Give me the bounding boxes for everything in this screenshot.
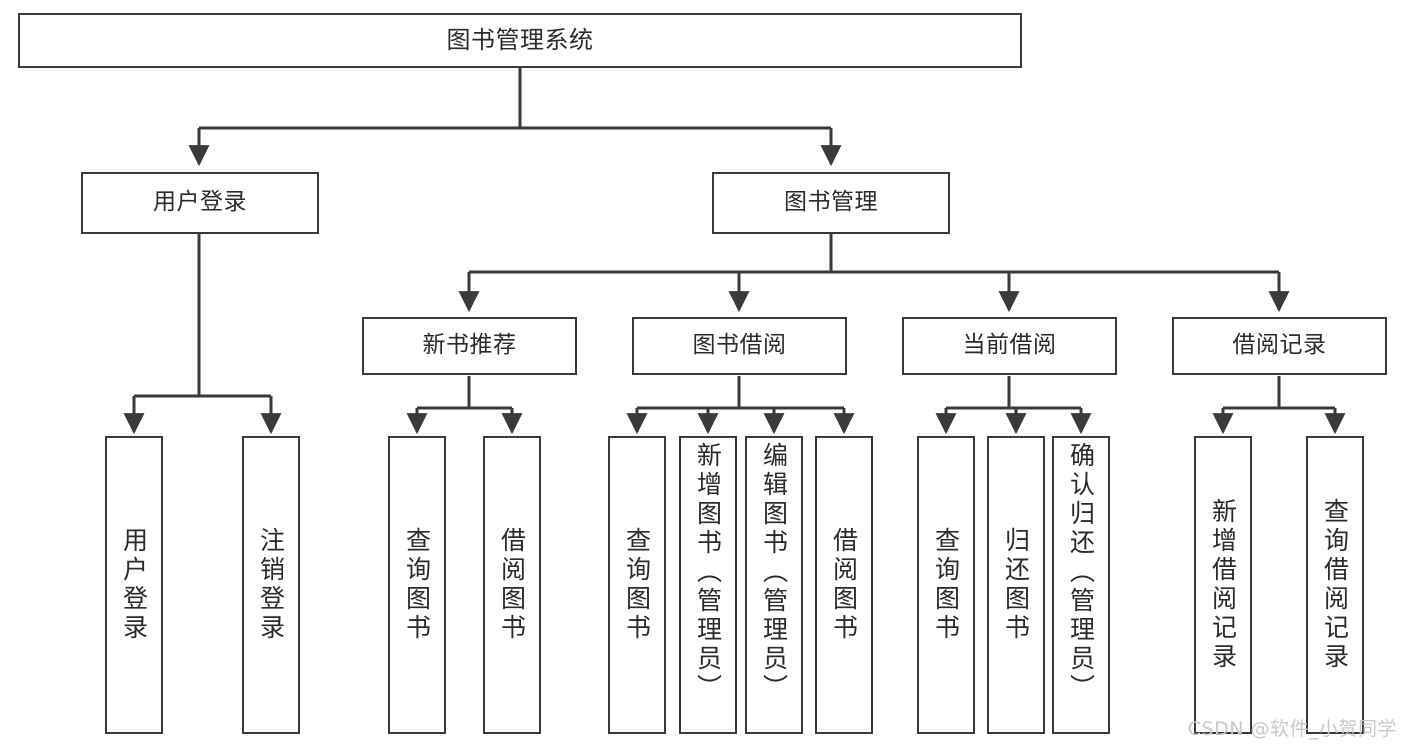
leaf-borrow-book-2-label: 借阅图书 — [829, 527, 859, 643]
leaf-query-record-label: 查询借阅记录 — [1320, 498, 1350, 672]
leaf-add-record[interactable]: 新增借阅记录 — [1194, 436, 1252, 734]
leaf-user-login[interactable]: 用户登录 — [105, 436, 163, 734]
leaf-user-logout[interactable]: 注销登录 — [242, 436, 300, 734]
node-borrow-record[interactable]: 借阅记录 — [1172, 317, 1387, 375]
leaf-user-logout-label: 注销登录 — [256, 527, 286, 643]
node-current-borrow-label: 当前借阅 — [962, 332, 1057, 359]
leaf-query-book-2[interactable]: 查询图书 — [608, 436, 666, 734]
leaf-return-book-label: 归还图书 — [1001, 527, 1031, 643]
leaf-confirm-return-admin-label: 确认归还（管理员） — [1066, 442, 1096, 703]
leaf-query-book-2-label: 查询图书 — [622, 527, 652, 643]
node-root[interactable]: 图书管理系统 — [18, 13, 1022, 68]
leaf-borrow-book-1[interactable]: 借阅图书 — [483, 436, 541, 734]
leaf-borrow-book-1-label: 借阅图书 — [497, 527, 527, 643]
leaf-add-book-admin-label: 新增图书（管理员） — [693, 442, 723, 703]
leaf-add-record-label: 新增借阅记录 — [1208, 498, 1238, 672]
csdn-watermark: CSDN @软件_小贺同学 — [1187, 718, 1397, 740]
node-root-label: 图书管理系统 — [446, 26, 594, 55]
node-book-manage[interactable]: 图书管理 — [712, 172, 950, 234]
leaf-return-book[interactable]: 归还图书 — [987, 436, 1045, 734]
leaf-query-book-3[interactable]: 查询图书 — [917, 436, 975, 734]
node-book-borrow[interactable]: 图书借阅 — [632, 317, 847, 375]
node-borrow-record-label: 借阅记录 — [1232, 332, 1327, 359]
leaf-edit-book-admin[interactable]: 编辑图书（管理员） — [745, 436, 803, 734]
leaf-add-book-admin[interactable]: 新增图书（管理员） — [679, 436, 737, 734]
leaf-query-book-1[interactable]: 查询图书 — [388, 436, 446, 734]
leaf-borrow-book-2[interactable]: 借阅图书 — [815, 436, 873, 734]
node-new-book-rec[interactable]: 新书推荐 — [362, 317, 577, 375]
leaf-query-book-1-label: 查询图书 — [402, 527, 432, 643]
node-user-login[interactable]: 用户登录 — [81, 172, 319, 234]
node-user-login-label: 用户登录 — [153, 189, 247, 216]
node-book-manage-label: 图书管理 — [784, 189, 878, 216]
leaf-confirm-return-admin[interactable]: 确认归还（管理员） — [1052, 436, 1110, 734]
node-new-book-rec-label: 新书推荐 — [422, 332, 517, 359]
leaf-user-login-label: 用户登录 — [119, 527, 149, 643]
node-book-borrow-label: 图书借阅 — [692, 332, 787, 359]
leaf-query-record[interactable]: 查询借阅记录 — [1306, 436, 1364, 734]
leaf-query-book-3-label: 查询图书 — [931, 527, 961, 643]
node-current-borrow[interactable]: 当前借阅 — [902, 317, 1117, 375]
leaf-edit-book-admin-label: 编辑图书（管理员） — [759, 442, 789, 703]
